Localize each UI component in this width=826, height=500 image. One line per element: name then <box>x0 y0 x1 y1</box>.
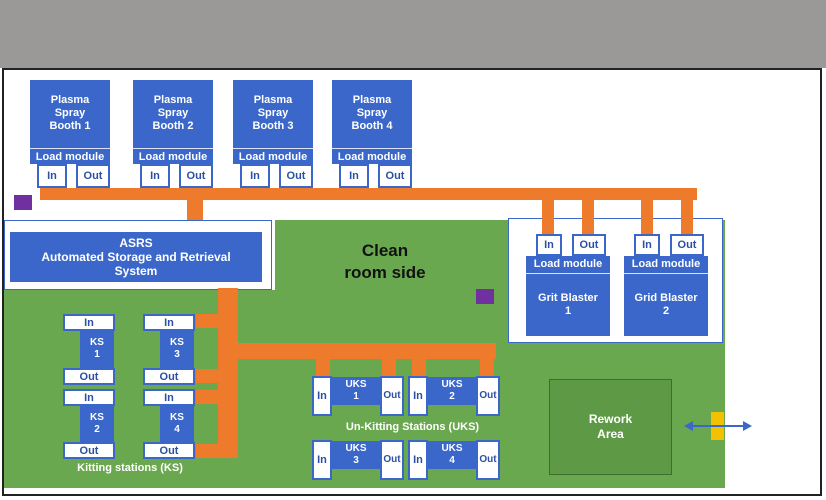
uks3-out: Out <box>380 440 404 480</box>
uks1-out: Out <box>380 376 404 416</box>
ks4-in: In <box>143 389 195 406</box>
rework-label: Rework Area <box>588 412 633 441</box>
booth2-out-port: Out <box>179 164 213 188</box>
conveyor-stub <box>149 186 161 194</box>
ks4-out: Out <box>143 442 195 459</box>
booth4-in-port: In <box>339 164 369 188</box>
conveyor-stub <box>388 186 400 194</box>
kitting-label: Kitting stations (KS) <box>77 462 183 474</box>
ks3-out: Out <box>143 368 195 385</box>
ks1-out: Out <box>63 368 115 385</box>
blaster1-out-port: Out <box>572 234 606 256</box>
kitting-branch <box>196 390 222 404</box>
grit-blaster-1: Load module Grit Blaster 1 <box>526 256 610 336</box>
uks4-station: UKS 4 <box>428 441 476 469</box>
asrs-subtitle: Automated Storage and Retrieval System <box>41 250 231 278</box>
kitting-branch <box>196 369 222 383</box>
booth-label: Plasma Spray Booth 2 <box>152 94 194 132</box>
conveyor-stub <box>86 186 98 194</box>
blaster2-in-port: In <box>634 234 660 256</box>
uks-conveyor <box>236 343 496 359</box>
uks3-in: In <box>312 440 332 480</box>
marker-square <box>14 195 32 210</box>
conveyor-drop <box>681 194 693 236</box>
booth-label: Plasma Spray Booth 3 <box>252 94 294 132</box>
blaster-label: Grid Blaster 2 <box>634 292 698 317</box>
booth3-in-port: In <box>240 164 270 188</box>
ks1-in: In <box>63 314 115 331</box>
load-module-label: Load module <box>526 256 610 274</box>
marker-square <box>476 289 494 304</box>
asrs-block: ASRS Automated Storage and Retrieval Sys… <box>10 232 262 282</box>
booth2-in-port: In <box>140 164 170 188</box>
conveyor-stub <box>46 186 58 194</box>
load-module-label: Load module <box>233 148 313 165</box>
conveyor-drop <box>582 194 594 236</box>
conveyor-drop <box>542 194 554 236</box>
booth-label: Plasma Spray Booth 1 <box>49 94 91 132</box>
uks3-station: UKS 3 <box>332 441 380 469</box>
blaster-label: Grit Blaster 1 <box>538 292 598 317</box>
grid-blaster-2: Load module Grid Blaster 2 <box>624 256 708 336</box>
booth3-out-port: Out <box>279 164 313 188</box>
blaster1-in-port: In <box>536 234 562 256</box>
load-module-label: Load module <box>332 148 412 165</box>
uks2-in: In <box>408 376 428 416</box>
plasma-booth-1: Plasma Spray Booth 1 Load module <box>30 80 110 164</box>
load-module-label: Load module <box>624 256 708 274</box>
plasma-booth-4: Plasma Spray Booth 4 Load module <box>332 80 412 164</box>
uks-drop <box>316 355 330 377</box>
ks2-out: Out <box>63 442 115 459</box>
ks3-station: KS 3 <box>160 331 194 369</box>
rework-area <box>549 379 672 475</box>
plasma-booth-2: Plasma Spray Booth 2 Load module <box>133 80 213 164</box>
unkitting-label: Un-Kitting Stations (UKS) <box>345 421 480 433</box>
main-conveyor <box>40 188 697 200</box>
booth1-out-port: Out <box>76 164 110 188</box>
conveyor-stub <box>249 186 261 194</box>
conveyor-drop-asrs <box>187 194 203 222</box>
uks2-out: Out <box>476 376 500 416</box>
ks2-in: In <box>63 389 115 406</box>
conveyor-drop <box>641 194 653 236</box>
uks4-in: In <box>408 440 428 480</box>
conveyor-stub <box>348 186 360 194</box>
blaster2-out-port: Out <box>670 234 704 256</box>
booth1-in-port: In <box>37 164 67 188</box>
uks4-out: Out <box>476 440 500 480</box>
uks-drop <box>480 355 494 377</box>
clean-room-label: Clean room side <box>344 241 426 282</box>
kitting-conveyor-trunk <box>218 288 238 458</box>
uks-drop <box>382 355 396 377</box>
kitting-branch <box>196 444 222 458</box>
load-module-label: Load module <box>133 148 213 165</box>
conveyor-stub <box>289 186 301 194</box>
conveyor-stub <box>189 186 201 194</box>
load-module-label: Load module <box>30 148 110 165</box>
booth4-out-port: Out <box>378 164 412 188</box>
kitting-branch <box>196 314 222 328</box>
uks2-station: UKS 2 <box>428 377 476 405</box>
plasma-booth-3: Plasma Spray Booth 3 Load module <box>233 80 313 164</box>
uks1-station: UKS 1 <box>332 377 380 405</box>
double-arrow-icon <box>684 421 752 431</box>
ks2-station: KS 2 <box>80 406 114 443</box>
uks-drop <box>412 355 426 377</box>
uks1-in: In <box>312 376 332 416</box>
ks1-station: KS 1 <box>80 331 114 369</box>
top-banner <box>0 0 826 68</box>
booth-label: Plasma Spray Booth 4 <box>351 94 393 132</box>
ks4-station: KS 4 <box>160 406 194 443</box>
ks3-in: In <box>143 314 195 331</box>
asrs-title: ASRS <box>119 236 153 250</box>
